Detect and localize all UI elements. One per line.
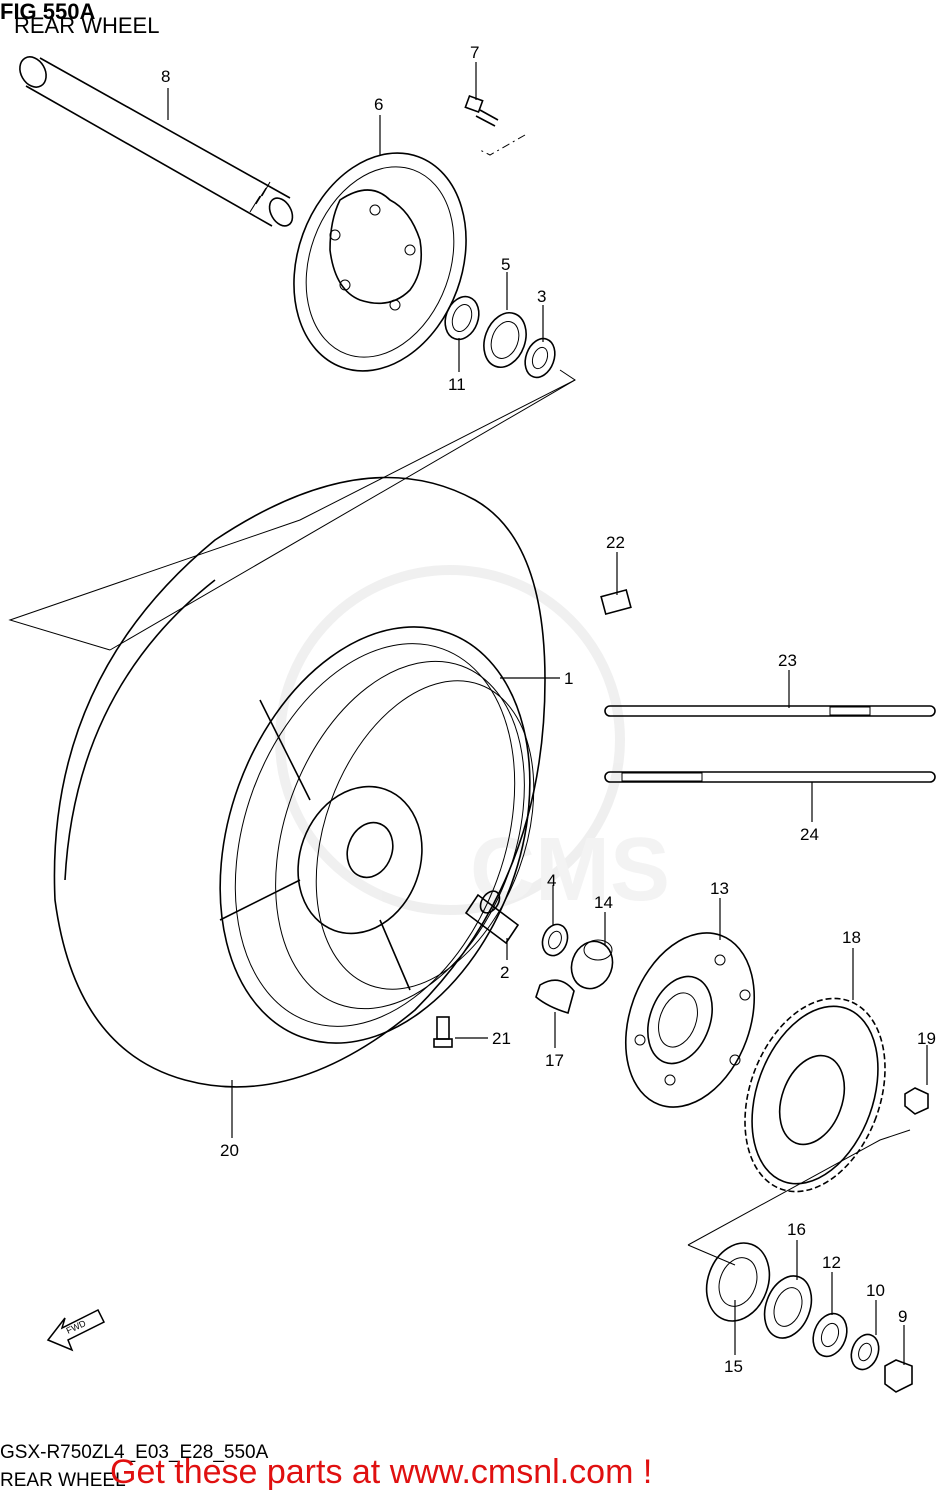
callout-21: 21 (492, 1029, 511, 1048)
drum-spacer-part[interactable] (807, 1309, 852, 1361)
callout-13: 13 (710, 879, 729, 898)
callout-22: 22 (606, 533, 625, 552)
balance-weight-clip-part[interactable] (600, 588, 632, 616)
callout-24: 24 (800, 825, 819, 844)
callout-5: 5 (501, 255, 510, 274)
drum-seal-part[interactable] (756, 1269, 819, 1344)
callout-11: 11 (448, 375, 466, 394)
callout-4: 4 (547, 871, 556, 890)
rear-sprocket-part[interactable] (720, 979, 911, 1211)
footer-model-code: GSX-R750ZL4_E03_E28_550A (0, 1442, 269, 1463)
callout-18: 18 (842, 928, 861, 947)
callout-2: 2 (500, 963, 509, 982)
callout-19: 19 (917, 1029, 936, 1048)
dust-seal-part[interactable] (439, 292, 484, 344)
callout-10: 10 (866, 1281, 885, 1300)
callout-16: 16 (787, 1220, 806, 1239)
tape-upper-part[interactable] (604, 705, 936, 717)
valve-part[interactable] (433, 1016, 453, 1048)
callout-20: 20 (220, 1141, 239, 1160)
brake-disc-part[interactable] (265, 129, 496, 396)
bearing-part[interactable] (520, 334, 560, 381)
sprocket-nut-part[interactable] (904, 1087, 929, 1115)
callout-6: 6 (374, 95, 383, 114)
fwd-arrow-icon: FWD (46, 1308, 106, 1352)
collar-part[interactable] (565, 936, 619, 995)
sprocket-mounting-drum-part[interactable] (603, 915, 777, 1125)
callout-23: 23 (778, 651, 797, 670)
cush-damper-part[interactable] (535, 979, 575, 1015)
rear-tire-part[interactable] (53, 476, 546, 1088)
callout-labels: 1 2 3 4 5 6 7 8 9 10 11 12 13 14 15 16 1… (161, 43, 936, 1376)
wheel-bearing-part[interactable] (538, 921, 571, 959)
callout-9: 9 (898, 1307, 907, 1326)
figure-title: FIG 550A (0, 0, 96, 24)
callout-12: 12 (822, 1253, 841, 1272)
callout-1: 1 (564, 669, 573, 688)
promo-link[interactable]: Get these parts at www.cmsnl.com ! (110, 1453, 653, 1491)
washer-part[interactable] (847, 1331, 884, 1374)
tape-lower-part[interactable] (604, 771, 936, 783)
callout-14: 14 (594, 893, 613, 912)
seal-part[interactable] (477, 307, 534, 373)
watermark-logo: CMS (275, 565, 670, 920)
disc-bolt-part[interactable] (464, 94, 499, 127)
spacer-part[interactable] (464, 888, 520, 945)
axle-part[interactable] (15, 52, 298, 230)
footer-figure-name: REAR WHEEL (0, 1470, 126, 1491)
callout-7: 7 (470, 43, 479, 62)
callout-17: 17 (545, 1051, 564, 1070)
callout-15: 15 (724, 1357, 743, 1376)
rear-wheel-part[interactable] (165, 583, 585, 1086)
callout-8: 8 (161, 67, 170, 86)
drum-bearing-part[interactable] (696, 1234, 780, 1330)
callout-3: 3 (537, 287, 546, 306)
axle-nut-part[interactable] (884, 1359, 913, 1393)
figure-subtitle-overlay: REAR WHEEL (14, 13, 160, 38)
leader-lines (167, 62, 928, 1365)
